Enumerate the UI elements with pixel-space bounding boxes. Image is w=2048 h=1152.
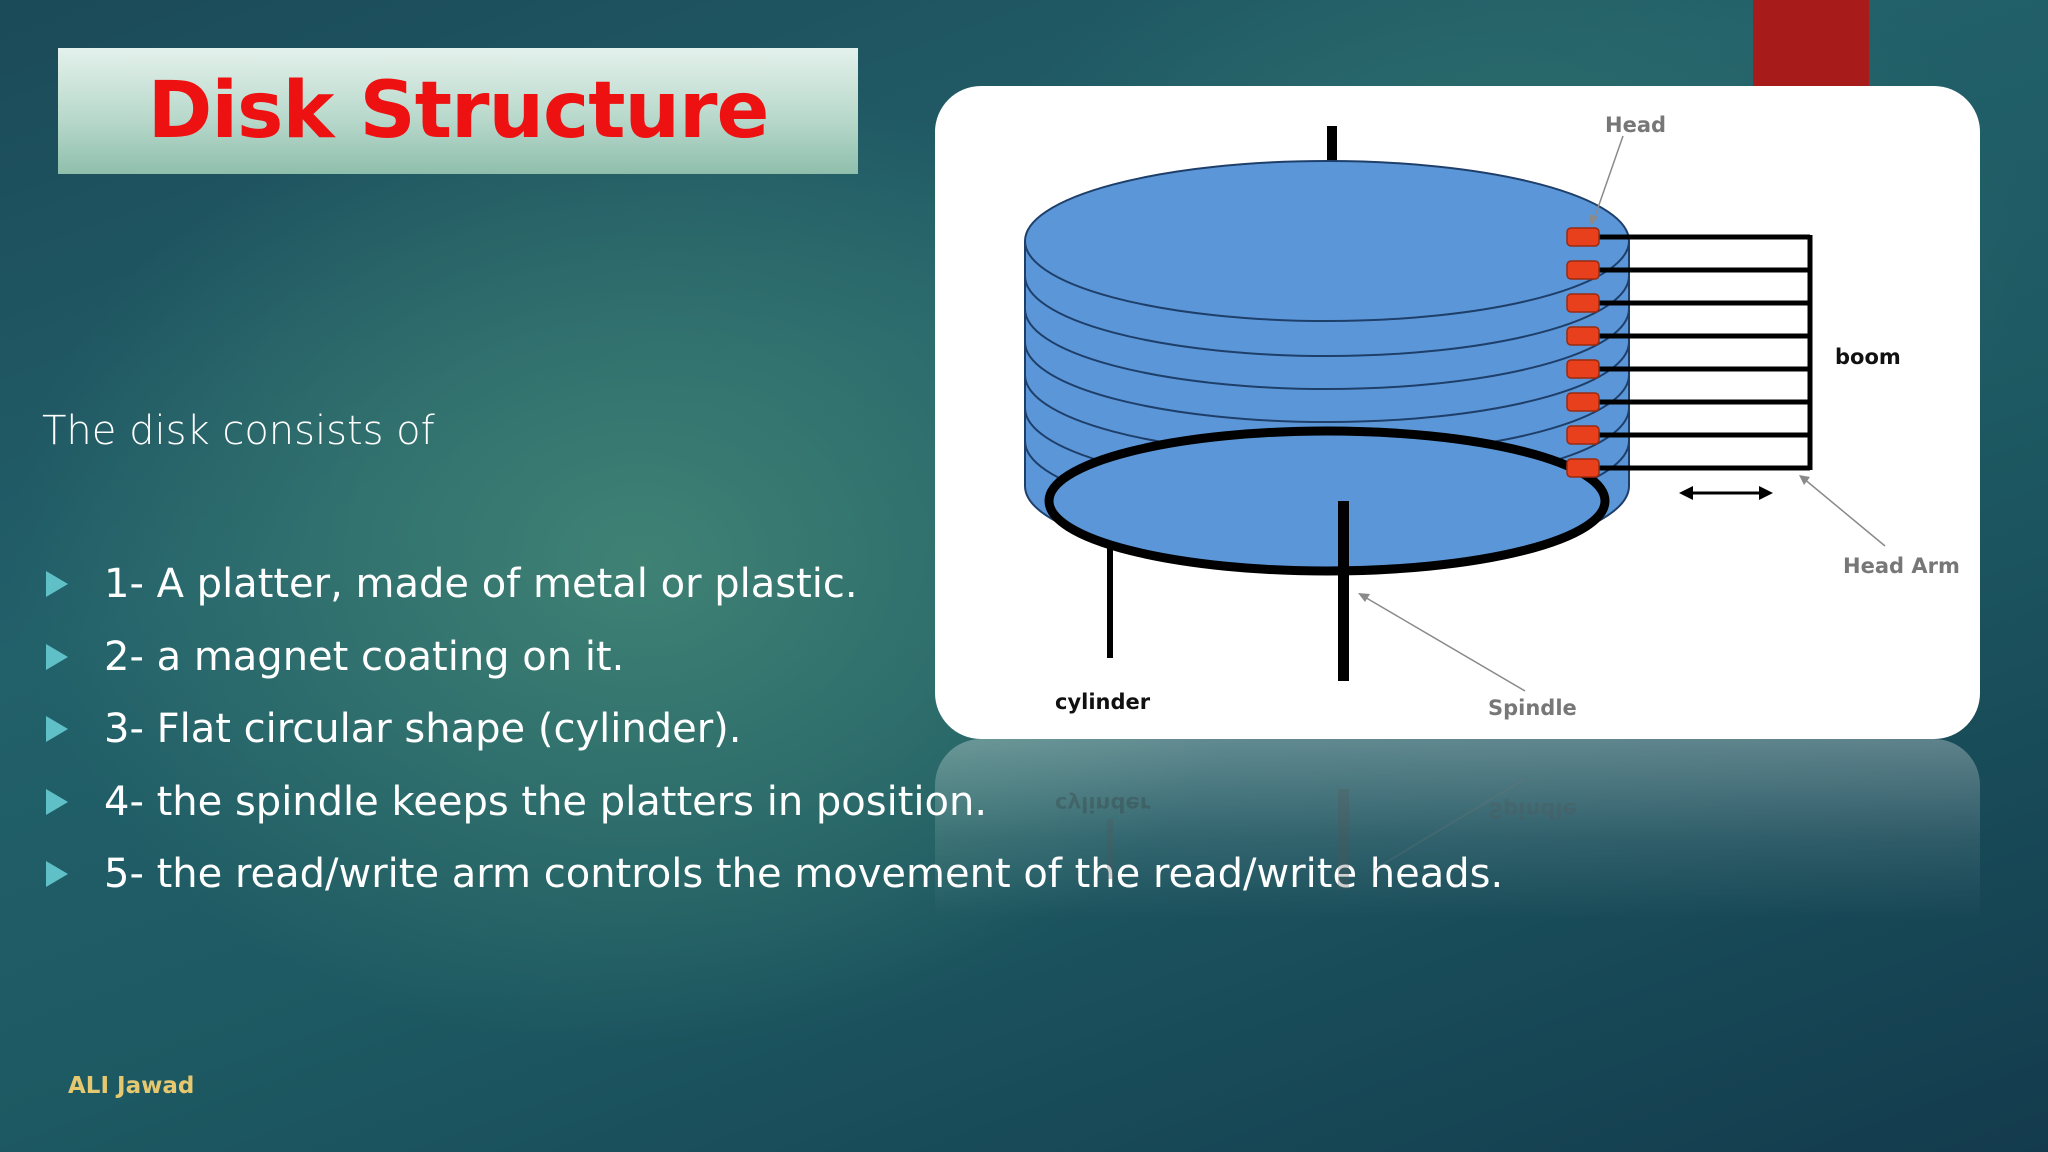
bullet-arrow-icon [46,788,68,815]
slide-title: Disk Structure [147,66,770,156]
bullet-item: 4- the spindle keeps the platters in pos… [42,766,1503,839]
reflection-svg: cylinder Spindle [1055,778,1577,889]
accent-bar [1753,0,1869,86]
disk-diagram: Head boom Head Arm cylinder Spindle [935,86,1980,739]
bullet-item: 1- A platter, made of metal or plastic. [42,548,1503,621]
reflection-label-cylinder: cylinder [1055,792,1151,816]
platter-stack [1024,160,1630,576]
label-spindle: Spindle [1488,696,1577,720]
disk-diagram-svg: Head boom Head Arm cylinder Spindle [1024,113,1960,720]
intro-text: The disk consists of [42,408,435,454]
bullet-arrow-icon [46,861,68,888]
label-cylinder: cylinder [1055,690,1151,714]
bullet-arrow-icon [46,716,68,743]
head-arm-assembly [1582,234,1813,471]
bullet-item: 2- a magnet coating on it. [42,621,1503,694]
pointer-arrowheads [1358,214,1810,602]
author-footer: ALI Jawad [68,1073,195,1099]
cylinder-pointer [1107,546,1113,658]
label-head: Head [1605,113,1666,137]
label-head-arm: Head Arm [1843,554,1960,578]
read-write-heads [1566,227,1600,478]
bullet-text: 1- A platter, made of metal or plastic. [104,561,858,608]
bullet-text: 4- the spindle keeps the platters in pos… [104,778,988,825]
diagram-reflection: cylinder Spindle [935,739,1980,919]
bullet-arrow-icon [46,643,68,670]
spindle-bottom [1338,501,1349,681]
bullet-item: 5- the read/write arm controls the movem… [42,838,1503,911]
bullet-text: 2- a magnet coating on it. [104,633,625,680]
title-box: Disk Structure [58,48,858,174]
bullet-text: 3- Flat circular shape (cylinder). [104,706,742,753]
label-pointers [1362,135,1886,692]
double-arrow-icon [1679,486,1773,500]
bullet-list: 1- A platter, made of metal or plastic. … [42,548,1503,911]
reflection-label-spindle: Spindle [1488,798,1577,822]
label-boom: boom [1835,345,1901,369]
bullet-item: 3- Flat circular shape (cylinder). [42,693,1503,766]
bullet-text: 5- the read/write arm controls the movem… [104,851,1504,898]
bullet-arrow-icon [46,571,68,598]
